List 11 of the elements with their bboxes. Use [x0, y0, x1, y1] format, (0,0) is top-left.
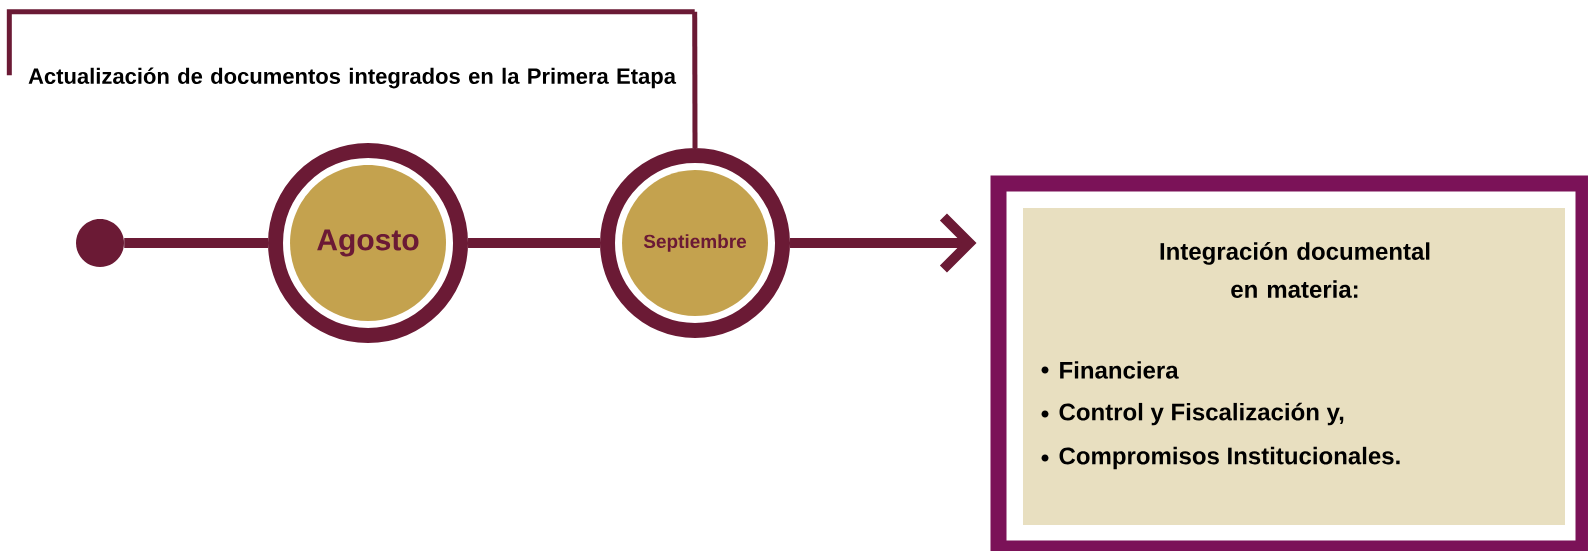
panel-heading: Integración documental en materia:: [1160, 242, 1430, 298]
bullet-item: Financiera: [1060, 361, 1179, 379]
connector: [692, 11, 698, 148]
panel-box: [990, 175, 1588, 551]
bullet-item: Control y Fiscalización y,: [1059, 402, 1344, 426]
connector: [790, 213, 977, 273]
bullet-item: Compromisos Institucionales.: [1059, 446, 1400, 470]
title-frame: Actualización de documentos integrados en la Primera Etapa: [6, 9, 695, 89]
connector: [468, 238, 600, 248]
start-dot: [76, 219, 124, 267]
connector: [124, 238, 268, 248]
